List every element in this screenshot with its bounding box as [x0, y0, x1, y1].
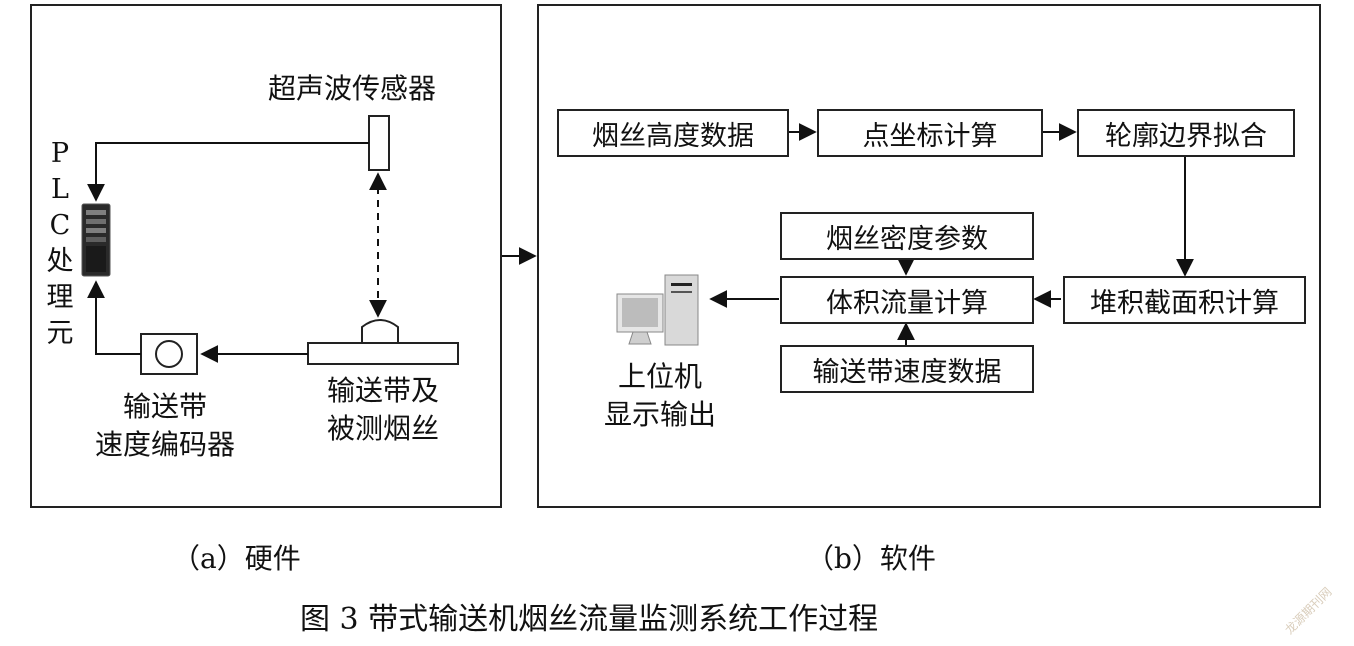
contour-fit-box: 轮廓边界拟合	[1077, 109, 1295, 157]
plc-label-char: C	[49, 210, 71, 241]
plc-label-char: 元	[46, 318, 74, 349]
plc-label: P L C 处 理 元	[42, 136, 78, 352]
encoder-label-line2: 速度编码器	[94, 428, 235, 461]
host-label-line1: 上位机	[617, 360, 702, 393]
belt-label-line2: 被测烟丝	[326, 412, 439, 445]
tobacco-heap	[361, 319, 399, 343]
caption-b: （b）软件	[806, 542, 936, 575]
volume-flow-box: 体积流量计算	[780, 276, 1034, 324]
figure-caption: 图 3 带式输送机烟丝流量监测系统工作过程	[300, 602, 879, 637]
belt-label-line1: 输送带及	[326, 374, 439, 407]
sensor-to-plc-line	[87, 142, 369, 202]
host-label-line2: 显示输出	[603, 398, 716, 431]
caption-a: （a）硬件	[172, 542, 301, 575]
plc-label-char: 处	[46, 246, 74, 277]
density-param-box: 烟丝密度参数	[780, 212, 1034, 260]
plc-label-char: 理	[46, 282, 74, 313]
encoder-wheel	[155, 340, 183, 368]
plc-label-char: P	[50, 138, 70, 169]
speed-data-box: 输送带速度数据	[780, 345, 1034, 393]
point-calc-box: 点坐标计算	[817, 109, 1043, 157]
height-data-box: 烟丝高度数据	[557, 109, 789, 157]
cross-section-box: 堆积截面积计算	[1063, 276, 1306, 324]
sensor-label: 超声波传感器	[268, 72, 437, 105]
plc-label-char: L	[51, 174, 69, 205]
encoder-to-plc-line	[87, 280, 141, 355]
host-computer-icon	[616, 274, 699, 346]
plc-unit	[81, 203, 111, 277]
conveyor-belt	[307, 342, 459, 365]
encoder-label-line1: 输送带	[122, 390, 207, 423]
ultrasonic-sensor	[368, 115, 390, 171]
